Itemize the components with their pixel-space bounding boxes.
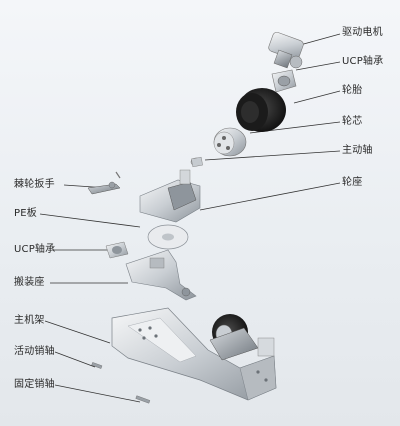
- label-pe-plate: PE板: [14, 208, 37, 219]
- label-tire: 轮胎: [342, 85, 363, 96]
- movable-pin-part: [91, 362, 103, 369]
- main-frame-part: [111, 307, 277, 401]
- label-drive-motor: 驱动电机: [342, 27, 383, 38]
- label-main-frame: 主机架: [14, 315, 45, 326]
- label-movable-pin: 活动销轴: [14, 346, 55, 357]
- leader-lines: [39, 33, 341, 403]
- wheel-seat-part: [139, 169, 201, 223]
- label-fixed-pin: 固定销轴: [14, 379, 55, 390]
- label-ucp-bearing-left: UCP轴承: [14, 244, 56, 255]
- label-mount-base: 搬装座: [14, 277, 45, 288]
- wheel-core-part: [213, 127, 247, 157]
- fixed-pin-part: [135, 395, 151, 404]
- mount-base-part: [125, 249, 197, 301]
- label-wheel-seat: 轮座: [342, 177, 363, 188]
- ucp-bearing-left-part: [105, 241, 129, 259]
- label-ucp-bearing-right: UCP轴承: [342, 56, 384, 67]
- pe-plate-part: [147, 224, 189, 250]
- ucp-bearing-right-part: [271, 69, 297, 93]
- ratchet-wrench-part: [87, 171, 121, 195]
- label-ratchet-wrench: 棘轮扳手: [14, 179, 55, 190]
- main-shaft-part: [190, 156, 203, 168]
- tire-part: [236, 88, 286, 132]
- drive-motor-part: [268, 31, 304, 69]
- label-wheel-core: 轮芯: [342, 116, 363, 127]
- label-main-shaft: 主动轴: [342, 145, 373, 156]
